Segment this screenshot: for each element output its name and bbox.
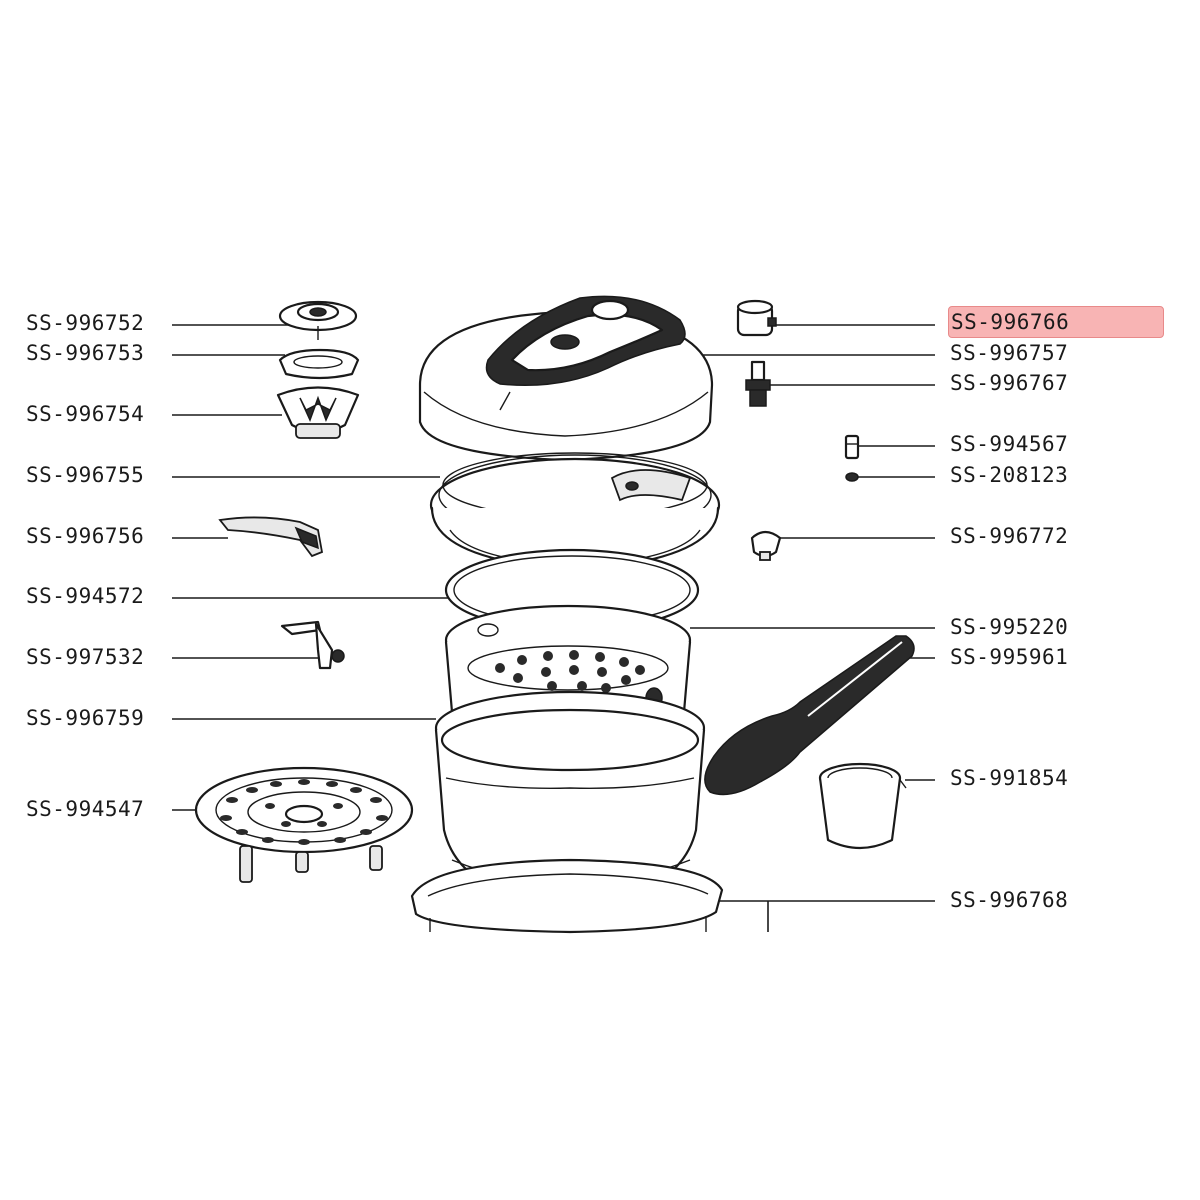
part-label-right-8: SS-995961 [950, 645, 1069, 669]
lid-drawing [418, 295, 714, 462]
inner-lid-drawing [429, 452, 721, 572]
leader-lines-left [172, 324, 455, 811]
part-997532-drawing [280, 620, 345, 670]
part-208123-drawing [845, 472, 859, 482]
spoon-drawing [704, 635, 915, 796]
part-label-left-7: SS-997532 [26, 645, 145, 669]
part-label-left-4: SS-996755 [26, 463, 145, 487]
part-label-left-9: SS-994547 [26, 797, 145, 821]
part-996756-drawing [218, 516, 324, 558]
part-label-right-7: SS-995220 [950, 615, 1069, 639]
part-label-right-2: SS-996757 [950, 341, 1069, 365]
part-label-highlighted: SS-996766 [948, 306, 1165, 338]
part-996766-drawing [736, 299, 777, 337]
part-996754-drawing [276, 386, 360, 439]
steam-rack-drawing [194, 766, 414, 883]
part-label-right-6: SS-996772 [950, 524, 1069, 548]
part-996767-drawing [745, 360, 771, 407]
part-996752-drawing [278, 300, 358, 340]
part-label-right-10: SS-996768 [950, 888, 1069, 912]
part-994567-drawing [844, 434, 860, 460]
part-label-right-4: SS-994567 [950, 432, 1069, 456]
outer-housing-drawing [410, 858, 724, 934]
part-996772-drawing [750, 530, 782, 561]
part-label-left-6: SS-994572 [26, 584, 145, 608]
part-label-left-8: SS-996759 [26, 706, 145, 730]
part-label-left-1: SS-996752 [26, 311, 145, 335]
part-label-left-3: SS-996754 [26, 402, 145, 426]
part-label-right-3: SS-996767 [950, 371, 1069, 395]
inner-pot-drawing [434, 690, 706, 904]
measuring-cup-drawing [818, 762, 907, 850]
leader-lines-right [690, 324, 935, 932]
part-label-right-5: SS-208123 [950, 463, 1069, 487]
part-label-left-2: SS-996753 [26, 341, 145, 365]
part-label-left-5: SS-996756 [26, 524, 145, 548]
part-label-right-9: SS-991854 [950, 766, 1069, 790]
part-996753-drawing [278, 348, 360, 380]
